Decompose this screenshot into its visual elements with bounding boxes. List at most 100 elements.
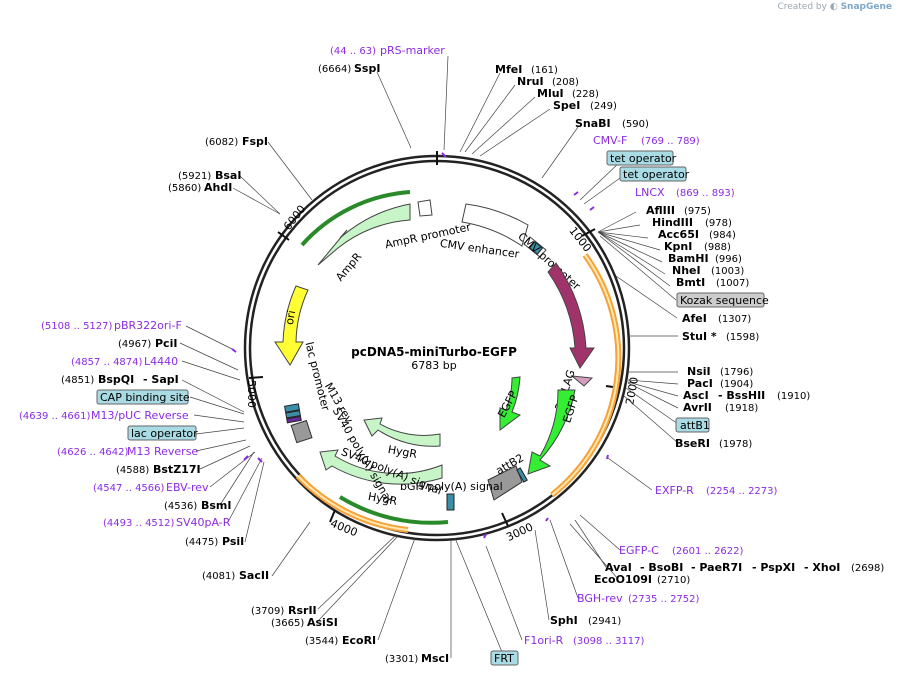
- site-sphi-pos: (2941): [588, 616, 621, 627]
- site-pspxi: - PspXI: [752, 561, 795, 574]
- primer-cmvf: CMV-F: [593, 134, 627, 147]
- lac-region-markers: [284, 403, 313, 444]
- tet-operator-2: tet operator: [623, 168, 690, 181]
- site-psii-pos: (4475): [185, 537, 218, 548]
- lac-operator: lac operator: [131, 427, 198, 440]
- cmv-promoter-marker: [528, 241, 544, 255]
- site-snabi: SnaBI: [575, 117, 611, 130]
- site-stui-pos: (1598): [726, 332, 759, 343]
- primer-pbr322: pBR322ori-F: [114, 319, 182, 332]
- site-bstz17i-pos: (4588): [116, 465, 149, 476]
- flag-marker: [570, 375, 594, 387]
- kozak-sequence: Kozak sequence: [680, 294, 769, 307]
- primer-pbr322-range: (5108 .. 5127): [41, 321, 113, 332]
- primer-ticks: [231, 152, 609, 539]
- primer-ebvrev: EBV-rev: [166, 481, 209, 494]
- site-ecori-pos: (3544): [305, 636, 338, 647]
- ori-arrow: [274, 285, 309, 366]
- feature-cmv-enhancer: CMV enhancer: [439, 237, 520, 261]
- feature-ampr: AmpR: [333, 250, 364, 284]
- tick-label-5000: 5000: [245, 380, 258, 408]
- hygr-lower-arrow: [319, 449, 443, 485]
- site-sacii-pos: (4081): [202, 571, 235, 582]
- site-afei: AfeI: [682, 312, 707, 325]
- site-sspi-pos: (6664): [318, 64, 351, 75]
- egfp-orange-arc-inner: [551, 254, 620, 496]
- site-msci-pos: (3301): [385, 654, 418, 665]
- feature-hygr-lower: HygR: [367, 490, 399, 508]
- primer-ebvrev-range: (4547 .. 4566): [93, 483, 165, 494]
- snapgene-watermark: Created by ◐ SnapGene: [777, 2, 892, 12]
- primer-l4440-range: (4857 .. 4874): [71, 357, 143, 368]
- site-nsii-pos: (1796): [720, 367, 753, 378]
- site-bseri: BseRI: [675, 437, 710, 450]
- primer-prs: pRS-marker: [380, 44, 445, 57]
- site-msci: MscI: [421, 652, 449, 665]
- primer-m13puc: M13/pUC Reverse: [91, 409, 189, 422]
- site-rsrii: RsrII: [288, 604, 317, 617]
- site-hindiii-pos: (978): [705, 218, 732, 229]
- hygr-green-arc: [338, 495, 449, 525]
- site-bspqi-pos: (4851): [61, 375, 94, 386]
- ampr-green-arc: [300, 190, 411, 247]
- primer-sv40pa: SV40pA-R: [176, 516, 231, 529]
- site-bamhi-pos: (996): [715, 254, 742, 265]
- frt-box: [490, 650, 519, 666]
- site-bstz17i: BstZ17I: [153, 463, 201, 476]
- site-mlui-pos: (228): [572, 89, 599, 100]
- site-bspqi: BspQI: [98, 373, 134, 386]
- site-asisi: AsiSI: [307, 616, 338, 629]
- feature-lac-promoter: lac promoter: [302, 341, 332, 413]
- primer-f1orir-range: (3098 .. 3117): [573, 636, 645, 647]
- site-mfei: MfeI: [495, 63, 522, 76]
- tet-operator-1-box: [606, 150, 674, 166]
- miniturbo-arrow: [547, 262, 595, 369]
- site-avai-pos: (2698): [851, 563, 884, 574]
- site-psii: PsiI: [222, 535, 244, 548]
- frt: FRT: [494, 652, 514, 665]
- ampr-arrow: [317, 203, 411, 266]
- site-afliii-pos: (975): [684, 206, 711, 217]
- lac-operator-box: [127, 425, 197, 441]
- site-acc65i-pos: (984): [709, 230, 736, 241]
- site-fspi: FspI: [242, 135, 268, 148]
- primer-m13puc-range: (4639 .. 4661): [19, 411, 91, 422]
- cap-binding-site: CAP binding site: [100, 391, 190, 404]
- site-acc65i: Acc65I: [658, 228, 699, 241]
- snapgene-logo-icon: ◐: [829, 2, 838, 12]
- feature-ori: ori: [283, 309, 298, 325]
- site-bmti-pos: (1007): [716, 278, 749, 289]
- site-asci-bsshii: - BssHII: [718, 389, 765, 402]
- site-mfei-pos: (161): [531, 65, 558, 76]
- site-ecori: EcoRI: [342, 634, 376, 647]
- site-pcii: PciI: [155, 337, 177, 350]
- primer-egfpc: EGFP-C: [619, 544, 659, 557]
- cmv-enhancer-arrow: [461, 203, 529, 247]
- cap-binding-box: [96, 389, 189, 405]
- egfp-inner-arrow: [499, 376, 522, 431]
- primer-bghrev-range: (2735 .. 2752): [628, 594, 700, 605]
- site-kpni: KpnI: [664, 240, 692, 253]
- site-stui: StuI *: [682, 330, 717, 343]
- attb2-box: [487, 465, 523, 501]
- site-ecoo109i-pos: (2710): [657, 575, 690, 586]
- site-kpni-pos: (988): [704, 242, 731, 253]
- site-nsii: NsiI: [687, 365, 711, 378]
- watermark-created-by: Created by: [777, 2, 827, 12]
- plasmid-size: 6783 bp: [411, 359, 456, 372]
- site-fspi-pos: (6082): [205, 137, 238, 148]
- site-sacii: SacII: [239, 569, 269, 582]
- primer-sv40pa-range: (4493 .. 4512): [103, 518, 175, 529]
- feature-hygr-upper: HygR: [387, 443, 419, 461]
- site-bsai: BsaI: [215, 169, 241, 182]
- site-nrui: NruI: [517, 75, 544, 88]
- site-bsai-pos: (5921): [178, 171, 211, 182]
- site-bsmi: BsmI: [201, 499, 232, 512]
- watermark-brand: SnapGene: [840, 2, 892, 12]
- site-sapi: - SapI: [143, 373, 179, 386]
- site-spei-pos: (249): [590, 101, 617, 112]
- hygr-upper-arrow: [363, 417, 441, 447]
- primer-exfpr: EXFP-R: [655, 484, 694, 497]
- site-avrii-pos: (1918): [725, 403, 758, 414]
